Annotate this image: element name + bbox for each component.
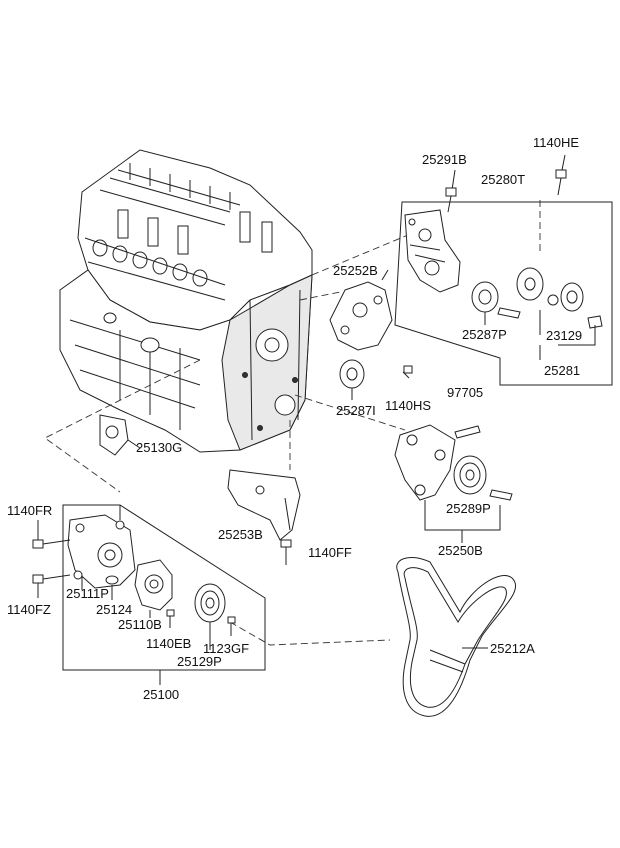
label-25287p: 25287P [462, 327, 507, 342]
label-25130g: 25130G [136, 440, 182, 455]
part-labels: 1140HE 25291B 25280T 25252B 25287P 23129… [7, 135, 582, 702]
bracket-25252b [329, 269, 413, 400]
bolt-25291b [445, 169, 457, 213]
label-25280t: 25280T [481, 172, 525, 187]
label-1140fr: 1140FR [7, 503, 52, 518]
label-25100: 25100 [143, 687, 179, 702]
leader-lines [44, 200, 541, 646]
label-1140ff: 1140FF [308, 545, 352, 560]
tensioner-assembly [394, 201, 613, 386]
label-1123gf: 1123GF [203, 641, 249, 656]
label-25287i: 25287I [336, 403, 376, 418]
label-25124: 25124 [96, 602, 132, 617]
label-1140fz: 1140FZ [7, 602, 51, 617]
bracket-25250b [394, 424, 513, 543]
label-25129p: 25129P [177, 654, 222, 669]
label-25110b: 25110B [118, 617, 162, 632]
label-97705: 97705 [447, 385, 483, 400]
bracket-25253b [227, 469, 301, 565]
label-1140hs: 1140HS [385, 398, 431, 413]
label-23129: 23129 [546, 328, 582, 343]
label-25212a: 25212A [490, 641, 535, 656]
gasket-25130g [99, 414, 141, 456]
label-25291b: 25291B [422, 152, 467, 167]
label-25289p: 25289P [446, 501, 491, 516]
bolt-1140he [555, 154, 567, 196]
label-25250b: 25250B [438, 543, 483, 558]
label-25281: 25281 [544, 363, 580, 378]
label-25253b: 25253B [218, 527, 263, 542]
engine-block [59, 149, 313, 453]
label-25111p: 25111P [66, 586, 109, 601]
label-1140he: 1140HE [533, 135, 579, 150]
serpentine-belt [396, 557, 517, 717]
label-1140eb: 1140EB [146, 636, 191, 651]
water-pump-assembly [32, 504, 266, 685]
label-25252b: 25252B [333, 263, 378, 278]
